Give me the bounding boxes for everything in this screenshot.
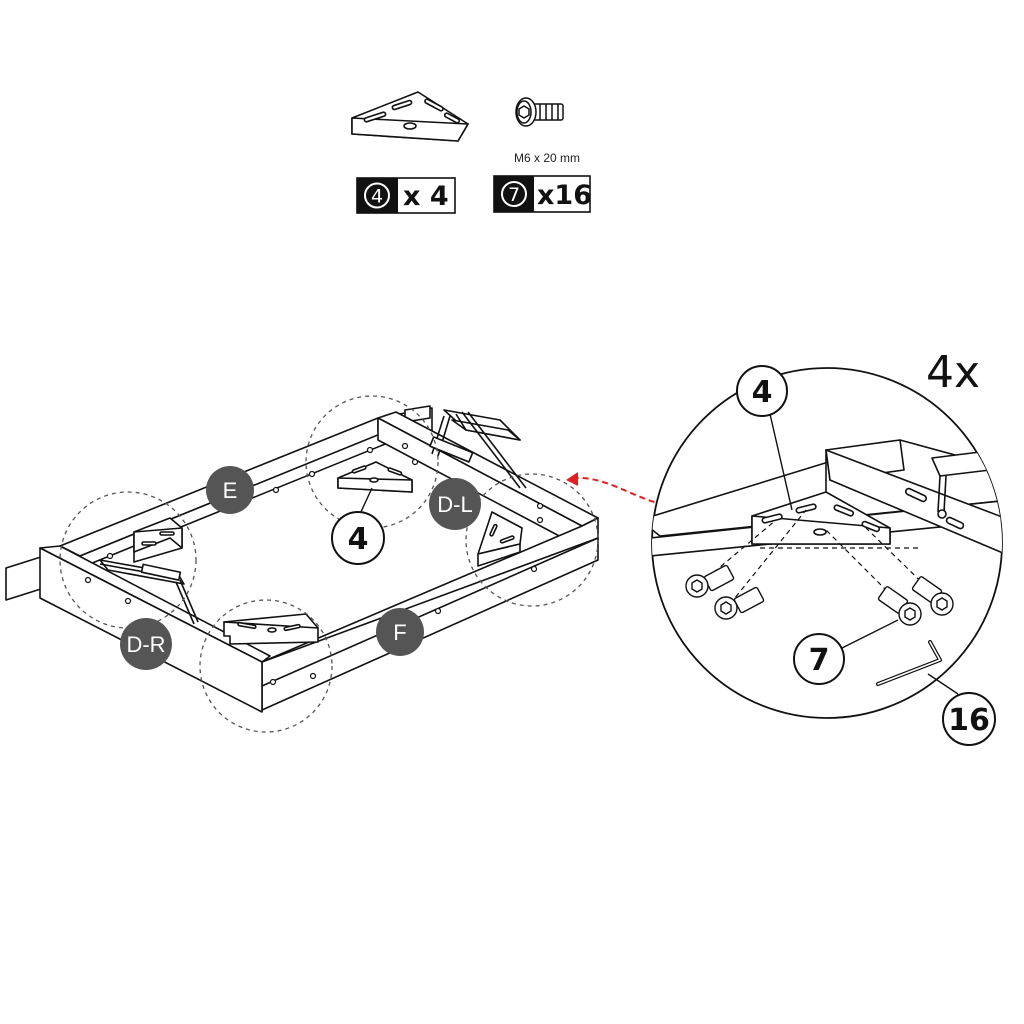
bracket-back-middle — [337, 461, 413, 493]
badge-e-label: E — [223, 478, 238, 503]
badge-e: E — [206, 466, 254, 514]
bolt-icon-2 — [714, 586, 765, 620]
callout-detail-bolt-label: 7 — [809, 643, 830, 678]
part-7-qty-box: 7 x16 — [493, 175, 592, 213]
part-7-quantity: x16 — [537, 180, 592, 211]
focus-circle-back-middle — [305, 395, 439, 529]
callout-detail-bracket-label: 4 — [752, 375, 773, 410]
part-4-quantity: x 4 — [403, 181, 449, 212]
part-4-number: 4 — [371, 186, 383, 208]
lift-mechanism-left — [99, 559, 199, 625]
detail-view — [651, 367, 1003, 719]
bolt-icon-1 — [685, 564, 735, 598]
part-4-qty-box: 4 x 4 — [356, 177, 456, 214]
callout-detail-bracket: 4 — [736, 365, 793, 511]
bracket-front-right — [477, 511, 523, 567]
callout-detail-bolt: 7 — [793, 619, 899, 685]
badge-d-r: D-R — [120, 618, 172, 670]
badge-f-label: F — [393, 620, 406, 645]
detail-multiplier: 4x — [926, 347, 980, 398]
callout-bracket-main: 4 — [331, 487, 385, 565]
corner-bracket-icon — [351, 91, 469, 142]
callout-detail-key-label: 16 — [948, 703, 990, 738]
focus-circle-front-right — [465, 473, 599, 607]
lift-mechanism-right — [429, 409, 527, 489]
callout-bracket-main-label: 4 — [348, 522, 369, 557]
parts-list: 4 x 4 M6 x 20 mm 7 x16 — [351, 91, 592, 214]
badge-f: F — [376, 608, 424, 656]
part-7-spec: M6 x 20 mm — [514, 151, 580, 165]
part-7-number: 7 — [508, 184, 520, 206]
callout-detail-key: 16 — [927, 673, 996, 746]
bed-frame — [5, 405, 599, 713]
badge-d-l-label: D-L — [437, 492, 472, 517]
bracket-front-left — [223, 613, 319, 645]
bolt-icon-4 — [911, 576, 954, 616]
left-slat — [5, 555, 45, 601]
badge-d-l: D-L — [429, 478, 481, 530]
bracket-back-left — [133, 517, 183, 563]
bolt-icon-3 — [877, 586, 922, 626]
focus-circle-front-left — [199, 599, 333, 733]
badge-d-r-label: D-R — [126, 632, 165, 657]
detail-bolts — [685, 564, 954, 626]
hex-bolt-icon — [515, 97, 564, 127]
